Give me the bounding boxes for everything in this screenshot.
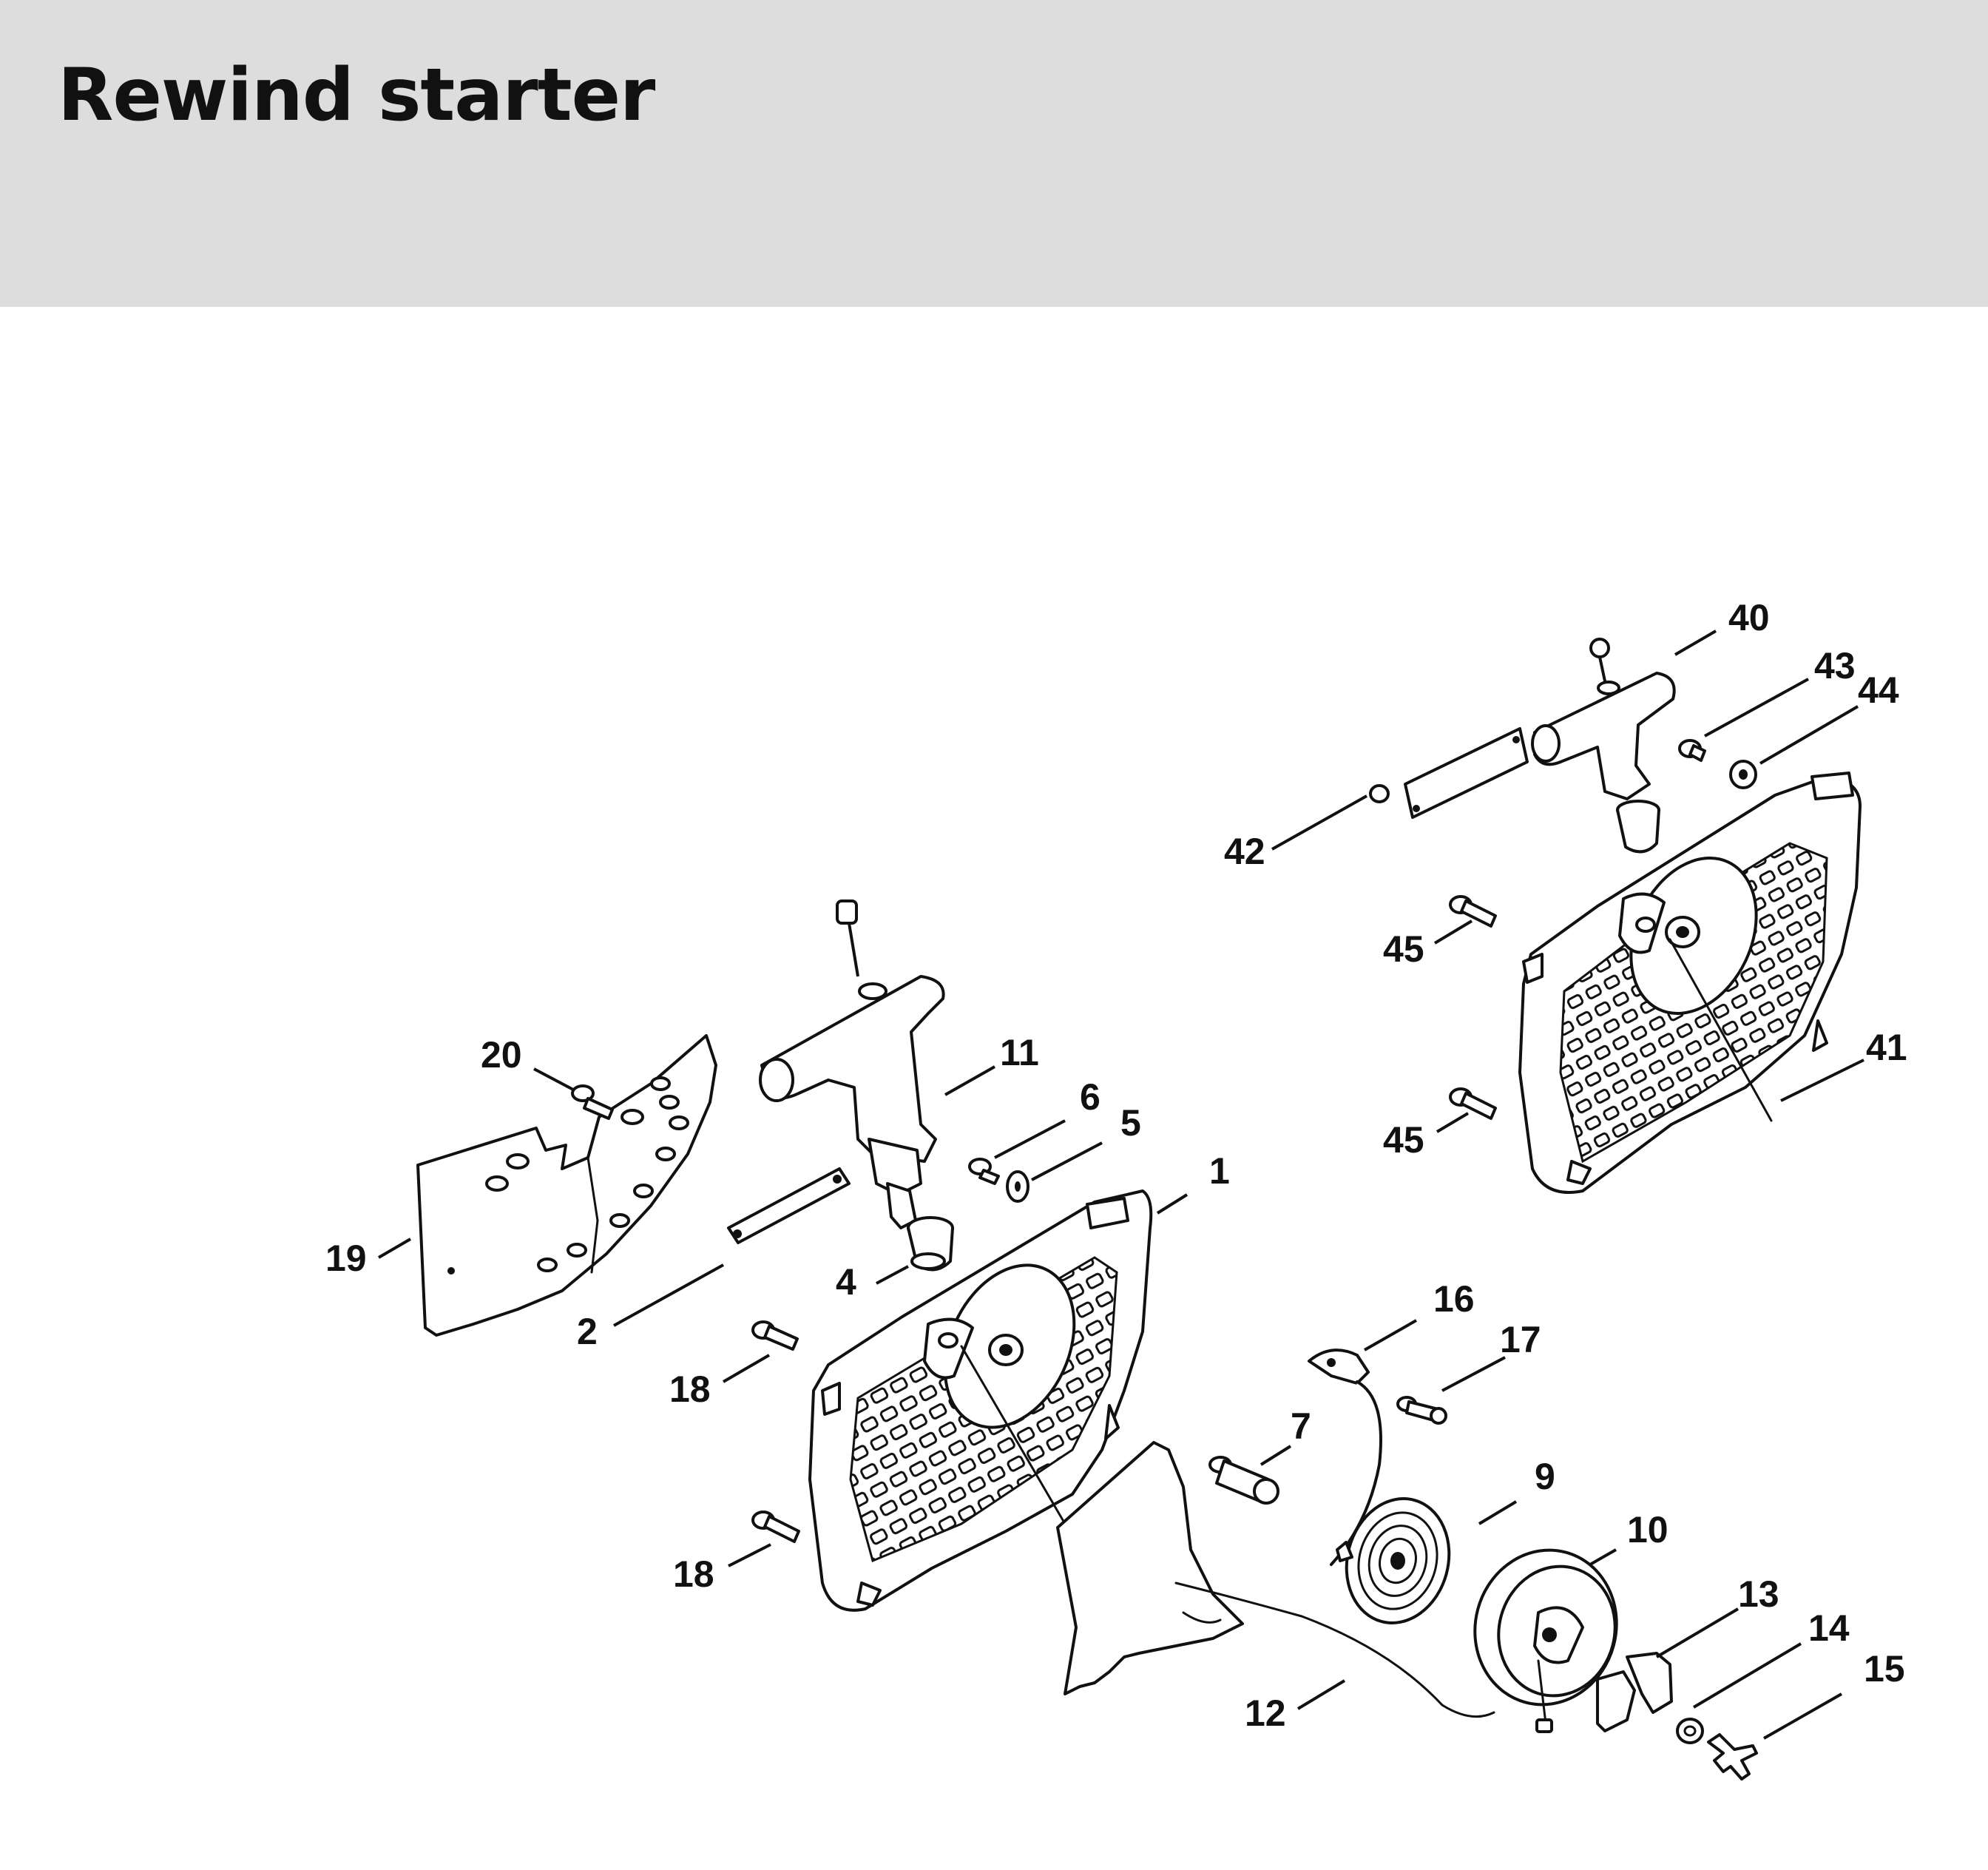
header-band: Rewind starter	[0, 0, 1988, 307]
page-title: Rewind starter	[58, 53, 655, 138]
callout-14: 14	[1808, 1607, 1850, 1649]
leader-19	[377, 1238, 412, 1259]
part-11-starter-grip	[759, 899, 945, 1229]
leader-6	[994, 1119, 1066, 1159]
leader-40	[1674, 629, 1717, 656]
leader-7	[1260, 1445, 1292, 1466]
part-12-rope	[1056, 1441, 1495, 1718]
callout-43: 43	[1814, 645, 1856, 686]
callout-7: 7	[1291, 1405, 1311, 1447]
callout-labels: 1 2 4 5 6 7 9 10 11 12 13 14 15 16 17 18…	[325, 597, 1907, 1734]
leader-45b	[1436, 1112, 1470, 1133]
leader-45a	[1433, 919, 1473, 945]
leader-41	[1780, 1059, 1864, 1102]
part-41-fan-housing	[1518, 772, 1862, 1194]
part-9-rewind-spring	[1336, 1497, 1451, 1624]
part-40-starter-grip	[1531, 638, 1676, 800]
callout-13: 13	[1738, 1573, 1779, 1615]
leader-18a	[722, 1354, 771, 1383]
leader-1	[1156, 1193, 1189, 1215]
leader-17	[1441, 1356, 1506, 1392]
callout-11: 11	[1000, 1032, 1039, 1073]
callout-45a: 45	[1383, 928, 1424, 970]
part-5-washer	[1006, 1170, 1030, 1203]
callout-18a: 18	[669, 1368, 711, 1410]
part-18-screw-lower	[751, 1510, 800, 1543]
part-10-rope-rotor	[1473, 1548, 1618, 1733]
callout-40: 40	[1728, 597, 1770, 638]
callout-18b: 18	[673, 1553, 714, 1595]
part-45-screw-upper	[1449, 895, 1497, 928]
part-1-fan-housing	[808, 1189, 1153, 1612]
leader-16	[1364, 1319, 1417, 1351]
part-41-rope-guide	[1616, 800, 1660, 854]
callout-5: 5	[1120, 1102, 1141, 1144]
leader-10	[1589, 1548, 1617, 1566]
part-20-screw	[571, 1084, 614, 1120]
part-7-spacer-sleeve	[1208, 1456, 1279, 1505]
leader-11	[944, 1065, 995, 1096]
part-43-screw	[1678, 739, 1706, 762]
callout-10: 10	[1627, 1509, 1668, 1550]
callout-16: 16	[1433, 1278, 1475, 1320]
leader-42	[1271, 794, 1367, 851]
leader-15	[1763, 1692, 1842, 1740]
callout-45b: 45	[1383, 1119, 1424, 1161]
leader-9	[1478, 1500, 1518, 1525]
part-6-screw	[968, 1158, 1000, 1185]
part-45-screw-lower	[1449, 1087, 1497, 1120]
part-17-screw	[1396, 1396, 1447, 1425]
leader-lines	[377, 629, 1864, 1740]
leader-12	[1296, 1679, 1346, 1710]
leader-44	[1759, 705, 1859, 765]
leader-4	[876, 1265, 909, 1285]
callout-44: 44	[1858, 669, 1899, 711]
callout-19: 19	[325, 1238, 367, 1279]
callout-4: 4	[836, 1261, 856, 1303]
part-4-rope-guide	[907, 1216, 954, 1272]
callout-9: 9	[1535, 1456, 1555, 1497]
callout-1: 1	[1209, 1150, 1230, 1192]
leader-13	[1655, 1607, 1740, 1658]
part-2-plate	[727, 1167, 851, 1244]
part-42-plate	[1404, 727, 1529, 819]
callout-42: 42	[1224, 831, 1265, 872]
part-44-washer	[1729, 760, 1757, 789]
leader-14	[1692, 1642, 1802, 1709]
callout-15: 15	[1864, 1648, 1905, 1690]
callout-2: 2	[577, 1311, 598, 1352]
part-13-pawl	[1596, 1652, 1673, 1732]
leader-18b	[728, 1543, 771, 1567]
callout-20: 20	[481, 1034, 522, 1076]
part-19-cover-plate	[416, 1034, 717, 1337]
part-18-screw-upper	[751, 1320, 799, 1351]
part-42-nut	[1369, 784, 1390, 803]
callout-12: 12	[1245, 1692, 1286, 1734]
leader-5	[1031, 1141, 1103, 1181]
leader-2	[613, 1263, 724, 1327]
callout-17: 17	[1500, 1319, 1541, 1360]
leader-20	[533, 1067, 574, 1091]
callout-41: 41	[1866, 1027, 1907, 1068]
part-14-washer	[1676, 1718, 1704, 1744]
leader-43	[1704, 678, 1809, 737]
part-15-spring-clip	[1707, 1733, 1758, 1780]
callout-6: 6	[1080, 1076, 1100, 1118]
